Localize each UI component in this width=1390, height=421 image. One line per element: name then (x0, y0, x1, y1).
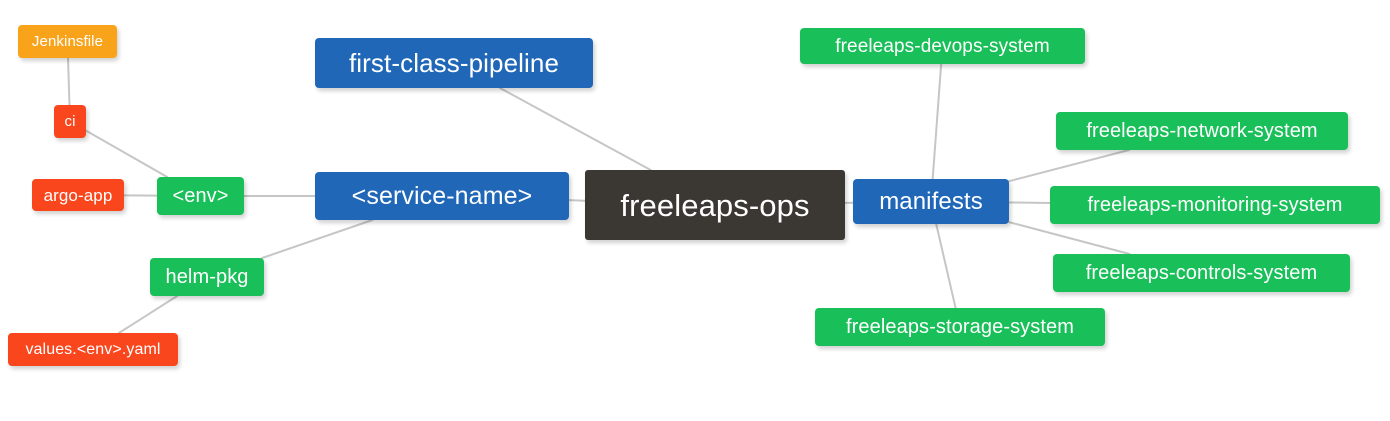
node-jenkinsfile[interactable]: Jenkinsfile (18, 25, 117, 58)
node-manifests[interactable]: manifests (853, 179, 1009, 224)
edge-helm-pkg-to-values-env-yaml (117, 295, 179, 334)
edge-service-name-to-helm-pkg (261, 219, 374, 259)
edge-freeleaps-ops-to-first-class-pipeline (498, 87, 652, 171)
edge-manifests-to-freeleaps-storage-system (935, 223, 957, 309)
edge-ci-to-jenkinsfile (67, 57, 71, 106)
node-env[interactable]: <env> (157, 177, 244, 215)
edge-manifests-to-freeleaps-controls-system (1008, 221, 1131, 255)
edge-manifests-to-freeleaps-devops-system (931, 63, 943, 180)
edge-env-to-ci (85, 129, 169, 178)
node-freeleaps-controls-system[interactable]: freeleaps-controls-system (1053, 254, 1350, 292)
node-ci[interactable]: ci (54, 105, 86, 138)
node-helm-pkg[interactable]: helm-pkg (150, 258, 264, 296)
node-freeleaps-monitoring-system[interactable]: freeleaps-monitoring-system (1050, 186, 1380, 224)
node-first-class-pipeline[interactable]: first-class-pipeline (315, 38, 593, 88)
node-freeleaps-network-system[interactable]: freeleaps-network-system (1056, 112, 1348, 150)
node-freeleaps-storage-system[interactable]: freeleaps-storage-system (815, 308, 1105, 346)
node-values-env-yaml[interactable]: values.<env>.yaml (8, 333, 178, 366)
node-service-name[interactable]: <service-name> (315, 172, 569, 220)
edge-manifests-to-freeleaps-network-system (1008, 149, 1130, 183)
edge-freeleaps-ops-to-service-name (568, 199, 586, 202)
node-freeleaps-ops[interactable]: freeleaps-ops (585, 170, 845, 240)
node-argo-app[interactable]: argo-app (32, 179, 124, 211)
edge-manifests-to-freeleaps-monitoring-system (1008, 201, 1051, 204)
node-freeleaps-devops-system[interactable]: freeleaps-devops-system (800, 28, 1085, 64)
